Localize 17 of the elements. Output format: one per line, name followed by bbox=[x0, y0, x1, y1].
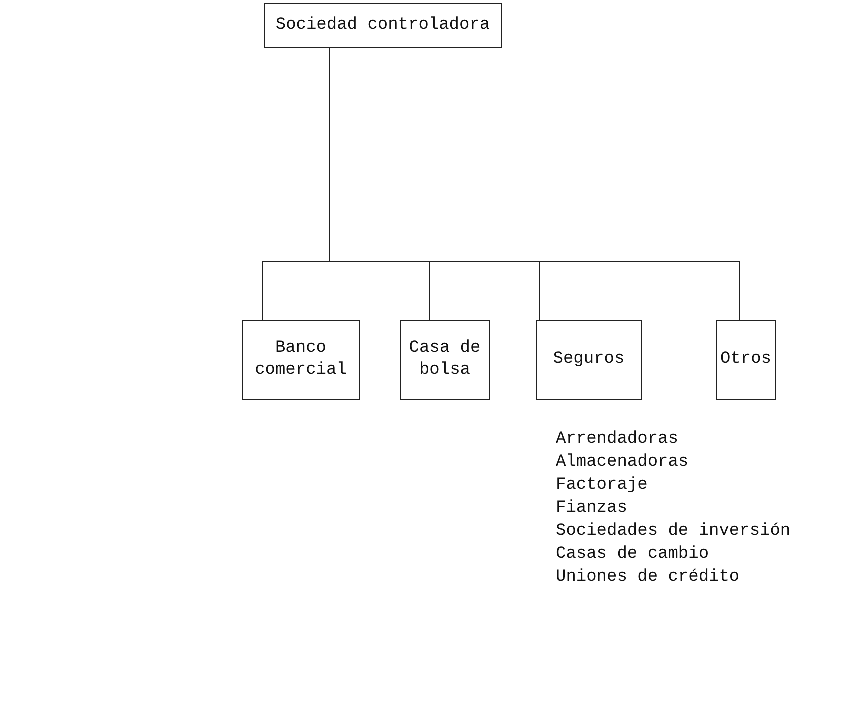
node-label: Sociedad controladora bbox=[276, 14, 490, 36]
org-box bbox=[536, 320, 642, 400]
list-item: Factoraje bbox=[556, 475, 648, 497]
node-label: Otros bbox=[720, 349, 772, 371]
node-label: Casa de bolsa bbox=[408, 338, 482, 382]
list-item: Fianzas bbox=[556, 498, 628, 520]
list-item: Almacenadoras bbox=[556, 452, 689, 474]
list-item: Sociedades de inversión bbox=[556, 521, 791, 543]
node-label: Seguros bbox=[553, 349, 625, 371]
org-box bbox=[242, 320, 360, 400]
list-item: Arrendadoras bbox=[556, 429, 678, 451]
org-box bbox=[716, 320, 776, 400]
org-box bbox=[400, 320, 490, 400]
list-item: Casas de cambio bbox=[556, 544, 710, 566]
list-item: Uniones de crédito bbox=[556, 567, 740, 589]
node-label: Banco comercial bbox=[254, 338, 348, 382]
org-box bbox=[264, 3, 502, 48]
